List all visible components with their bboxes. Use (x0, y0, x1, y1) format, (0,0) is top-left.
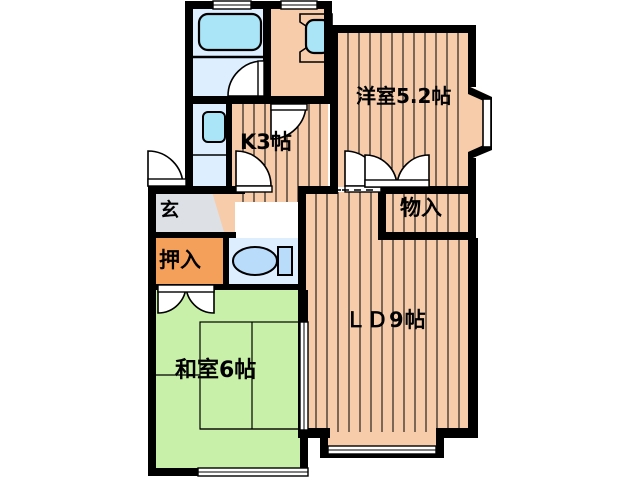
wall-yoshitsu-top (330, 25, 476, 33)
bath-door-leaf (257, 60, 265, 97)
entrance-door-leaf (147, 178, 187, 187)
wall-storage-left (378, 186, 386, 240)
genkan-hall-door-swing (235, 150, 272, 187)
wall-kitchen-bottom (185, 186, 245, 194)
wall-ld-nook-bottom (320, 452, 444, 458)
yoshitsu-door-leaves (364, 179, 430, 188)
wall-top-upper (185, 1, 332, 9)
wall-genkan-top (148, 186, 188, 194)
toilet-bowl-fixture (232, 246, 278, 276)
wall-right-upperblock (324, 1, 332, 104)
wall-left-lowerblock (148, 186, 156, 474)
wall-toilet-bottom (229, 284, 305, 290)
genkan-step (212, 192, 235, 232)
label-yoshitsu: 洋室5.2帖 (356, 84, 452, 108)
oshiire-door-leaves (157, 284, 215, 293)
wall-bath-hall-divider (263, 1, 271, 104)
wall-storage-bottom (378, 232, 476, 240)
windows (197, 0, 437, 477)
oshiire-floor (155, 238, 223, 284)
bay-window-glass (482, 98, 492, 148)
wall-washroom-kitchen (226, 104, 232, 192)
wall-yoshitsu-right-upper (468, 25, 476, 87)
washitsu-floor (155, 290, 304, 468)
label-storage: 物入 (400, 196, 442, 220)
wall-ld-bottom-right (436, 428, 478, 438)
wall-storage-top (378, 186, 476, 194)
ld-door-leaf (344, 185, 382, 193)
wall-corridor-bottom-a (298, 186, 338, 194)
wall-ld-right (468, 238, 478, 434)
label-washitsu: 和室6帖 (175, 358, 257, 383)
corridor-floor (232, 192, 314, 202)
wall-ld-nook-left (320, 428, 328, 458)
wall-ld-nook-right (436, 428, 444, 458)
wall-oshiire-right (223, 238, 229, 290)
label-entrance: 玄 (160, 199, 180, 221)
wall-toilet-right (298, 238, 306, 290)
genkan-hall-door-leaf (235, 185, 273, 193)
doors (147, 60, 430, 314)
wall-yoshitsu-right-lower (468, 158, 476, 194)
label-closet: 押入 (159, 248, 201, 272)
bathtub-fixture (197, 12, 263, 52)
toilet-tank-fixture (277, 246, 293, 276)
kitchen-door-leaf (270, 103, 308, 111)
wall-bath-bottom (185, 96, 332, 104)
tatami-mat-lines (155, 321, 305, 430)
wall-ld-bottom-left (298, 428, 330, 438)
wall-storage-right (468, 186, 476, 240)
wall-genkan-bottom (148, 232, 236, 238)
fixtures (192, 12, 333, 276)
label-living-dining: ＬＤ9帖 (345, 308, 427, 332)
wash-basin-fixture (202, 111, 226, 143)
label-kitchen: K3帖 (240, 130, 292, 154)
wall-yoshitsu-left (330, 25, 338, 192)
